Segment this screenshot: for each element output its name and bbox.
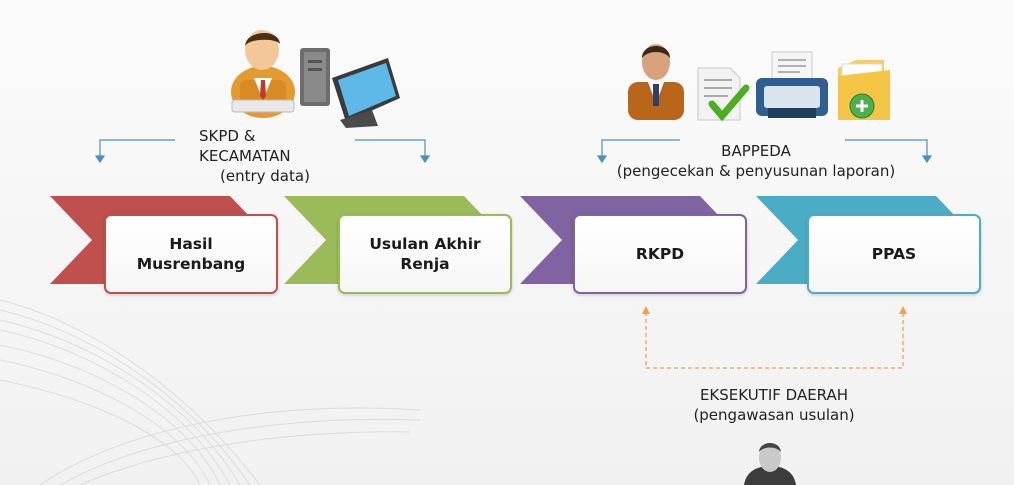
bappeda-label: BAPPEDA (pengecekan & penyusunan laporan… [606,141,906,181]
skpd-label: SKPD & KECAMATAN (entry data) [199,126,310,186]
stage-label: Hasil Musrenbang [136,235,246,273]
document-checked-icon [697,67,750,122]
stage-label: PPAS [871,245,917,263]
stage-label: RKPD [635,245,685,263]
add-folder-icon [838,60,890,120]
stage-card-hasil-musrenbang: Hasil Musrenbang [104,214,278,294]
eksekutif-label: EKSEKUTIF DAERAH (pengawasan usulan) [674,385,874,425]
dashed-connector [645,312,904,369]
stage-card-usulan-akhir-renja: Usulan Akhir Renja [338,214,512,294]
executive-icon [744,443,796,485]
stage-card-ppas: PPAS [807,214,981,294]
manager-icon [628,44,684,120]
eksekutif-line-2: (pengawasan usulan) [693,406,855,424]
printer-icon [756,51,828,118]
skpd-line-3: (entry data) [220,167,310,185]
eksekutif-line-1: EKSEKUTIF DAERAH [699,386,849,404]
bappeda-line-1: BAPPEDA [721,142,791,160]
stage-card-rkpd: RKPD [573,214,747,294]
skpd-line-1: SKPD & [199,127,256,145]
stage-label: Usulan Akhir Renja [369,235,481,273]
bappeda-line-2: (pengecekan & penyusunan laporan) [616,162,896,180]
desktop-computer-icon [300,48,400,128]
skpd-line-2: KECAMATAN [199,147,291,165]
user-at-keyboard-icon [231,30,295,118]
